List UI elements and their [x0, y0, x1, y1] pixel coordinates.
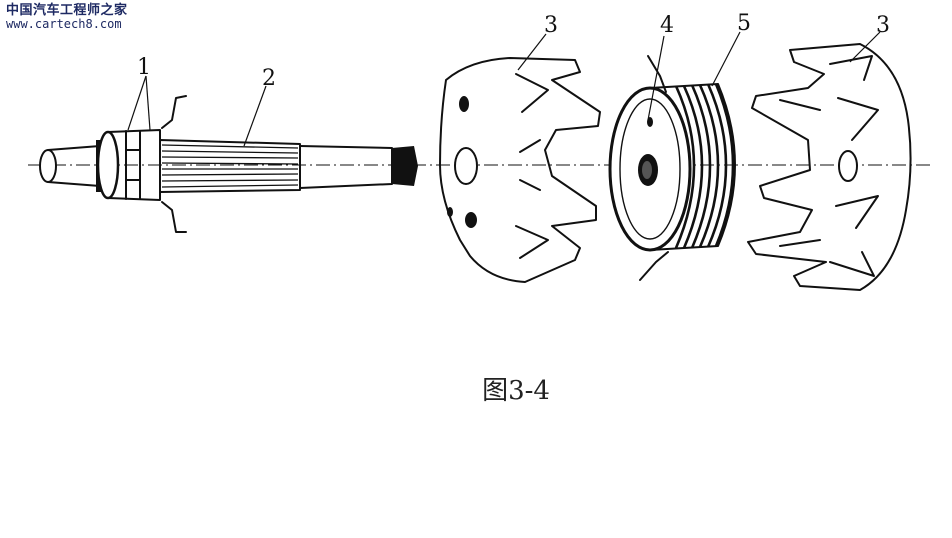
callout-2: 2: [262, 66, 276, 91]
callout-3-left: 3: [544, 13, 558, 38]
callout-3-right: 3: [876, 13, 890, 38]
left-claw-pole: [439, 57, 601, 283]
callout-5: 5: [737, 11, 751, 36]
callout-1: 1: [137, 55, 151, 80]
callout-leaders: [127, 31, 881, 147]
callout-4: 4: [660, 13, 674, 38]
watermark: 中国汽车工程师之家 www.cartech8.com: [6, 4, 128, 30]
knurled-shaft: [159, 139, 418, 193]
watermark-url: www.cartech8.com: [6, 16, 122, 31]
figure-caption: 图3-4: [482, 376, 550, 406]
shaft-assembly: [39, 95, 418, 233]
watermark-site-name: 中国汽车工程师之家: [6, 3, 128, 18]
right-claw-pole: [747, 43, 912, 291]
slip-rings: [96, 95, 187, 233]
field-coil: [608, 55, 736, 281]
